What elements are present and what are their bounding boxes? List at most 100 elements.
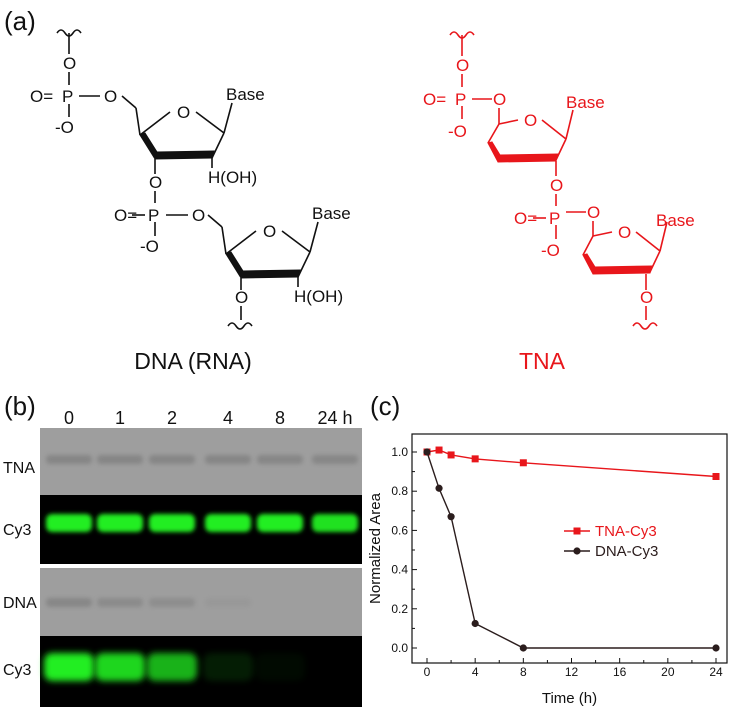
wavy-bond-bottom <box>227 322 253 330</box>
y-axis-title: Normalized Area <box>367 492 384 604</box>
data-point <box>471 455 479 463</box>
gel-band-dna <box>97 598 143 607</box>
data-point <box>435 446 443 454</box>
dna-ring-o-1: O <box>177 103 190 122</box>
data-point <box>519 459 527 467</box>
data-point <box>435 484 443 492</box>
data-point <box>423 448 431 456</box>
legend-label: DNA-Cy3 <box>595 543 658 560</box>
gel-band-tna <box>312 455 358 464</box>
gel-band-cy3-dna <box>203 653 253 681</box>
gel-band-cy3-tna <box>257 514 303 532</box>
gel-band-cy3-dna <box>255 653 305 681</box>
dna-o-5p-1: O <box>104 87 117 106</box>
gel-lane-label: 4 <box>223 408 233 428</box>
series-line <box>426 449 717 478</box>
dna-o-eq-1: O= <box>30 87 53 106</box>
gel-lane-label: 1 <box>115 408 125 428</box>
gel-band-tna <box>149 455 195 464</box>
gel-cy3-tna-background <box>40 495 362 564</box>
data-point <box>712 473 720 480</box>
tna-o-minus-2: -O <box>541 241 560 260</box>
y-tick-label: 1.0 <box>391 445 408 459</box>
x-tick-label: 4 <box>472 665 479 679</box>
x-tick-label: 20 <box>661 665 675 679</box>
x-tick-label: 8 <box>520 665 527 679</box>
gel-row-label-dna: DNA <box>3 595 37 612</box>
data-point <box>519 644 527 652</box>
gel-band-cy3-tna <box>46 514 92 532</box>
dna-o-link: O <box>149 173 162 192</box>
gel-band-cy3-dna <box>44 653 94 681</box>
y-tick-label: 0.4 <box>391 563 408 577</box>
x-tick-label: 0 <box>424 665 431 679</box>
gel-band-cy3-dna <box>147 653 197 681</box>
dna-o-eq-2: O= <box>114 206 137 225</box>
x-tick-label: 16 <box>613 665 627 679</box>
dna-o-bottom: O <box>235 288 248 307</box>
tna-ring-o-2: O <box>618 223 631 242</box>
panel-label-c: (c) <box>370 391 400 421</box>
y-tick-label: 0.2 <box>391 602 408 616</box>
gel-lane-label: 8 <box>275 408 285 428</box>
gel-band-tna <box>205 455 251 464</box>
gel-dna-background <box>40 568 362 636</box>
tna-o-bottom: O <box>640 288 653 307</box>
gel-row-label-tna: TNA <box>3 460 35 477</box>
dna-caption: DNA (RNA) <box>134 348 252 374</box>
tna-o-link: O <box>550 176 563 195</box>
legend-label: TNA-Cy3 <box>595 523 657 540</box>
dna-p-1: P <box>62 87 73 106</box>
tna-base-1: Base <box>566 93 605 112</box>
gel-divider <box>40 564 362 568</box>
plot-frame <box>411 433 728 664</box>
gel-lane-label: 24 h <box>317 408 352 428</box>
gel-tna-background <box>40 428 362 495</box>
data-point <box>712 644 720 652</box>
data-point <box>471 619 479 628</box>
gel-band-cy3-tna <box>312 514 358 532</box>
gel-row-label-cy3-dna: Cy3 <box>3 662 32 679</box>
x-axis-title: Time (h) <box>542 690 597 707</box>
gel-band-tna <box>97 455 143 464</box>
gel-lane-label: 2 <box>167 408 177 428</box>
dna-structure <box>56 29 319 330</box>
tna-o-eq-1: O= <box>423 90 446 109</box>
tna-p-1: P <box>455 90 466 109</box>
gel-band-tna <box>46 455 92 464</box>
gel-band-cy3-tna <box>97 514 143 532</box>
legend-marker <box>573 527 581 535</box>
gel-band-dna <box>46 598 92 607</box>
data-point <box>447 513 455 521</box>
tna-atom-labels: O O= P -O O O Base O O= P -O O O Base O <box>423 56 695 307</box>
gel-band-dna <box>205 598 251 607</box>
tna-o-minus-1: -O <box>448 122 467 141</box>
x-tick-label: 12 <box>565 665 579 679</box>
dna-base-1: Base <box>226 85 265 104</box>
dna-base-2: Base <box>312 204 351 223</box>
gel-band-cy3-tna <box>149 514 195 532</box>
tna-p-2: P <box>549 209 560 228</box>
x-tick-label: 24 <box>709 665 723 679</box>
y-tick-label: 0.0 <box>391 641 408 655</box>
dna-h-oh-1: H(OH) <box>208 168 257 187</box>
tna-base-2: Base <box>656 211 695 230</box>
tna-o-top: O <box>456 56 469 75</box>
panel-label-b: (b) <box>4 391 36 421</box>
tna-caption: TNA <box>519 348 566 374</box>
dna-h-oh-2: H(OH) <box>294 287 343 306</box>
gel-bands <box>44 455 358 681</box>
gel-band-tna <box>257 455 303 464</box>
tna-o-eq-2: O= <box>514 209 537 228</box>
tna-o-3p-1: O <box>493 90 506 109</box>
gel-band-dna <box>149 598 195 607</box>
gel-lane-label: 0 <box>64 408 74 428</box>
series-line <box>426 451 716 649</box>
dna-atom-labels: O O= P -O O O Base H(OH) O O= P -O O O B… <box>30 54 351 307</box>
dna-o-minus-2: -O <box>140 237 159 256</box>
tna-wavy-bond-bottom <box>632 322 658 330</box>
dna-o-5p-2: O <box>192 206 205 225</box>
dna-o-top: O <box>63 54 76 73</box>
dna-o-minus-1: -O <box>55 118 74 137</box>
